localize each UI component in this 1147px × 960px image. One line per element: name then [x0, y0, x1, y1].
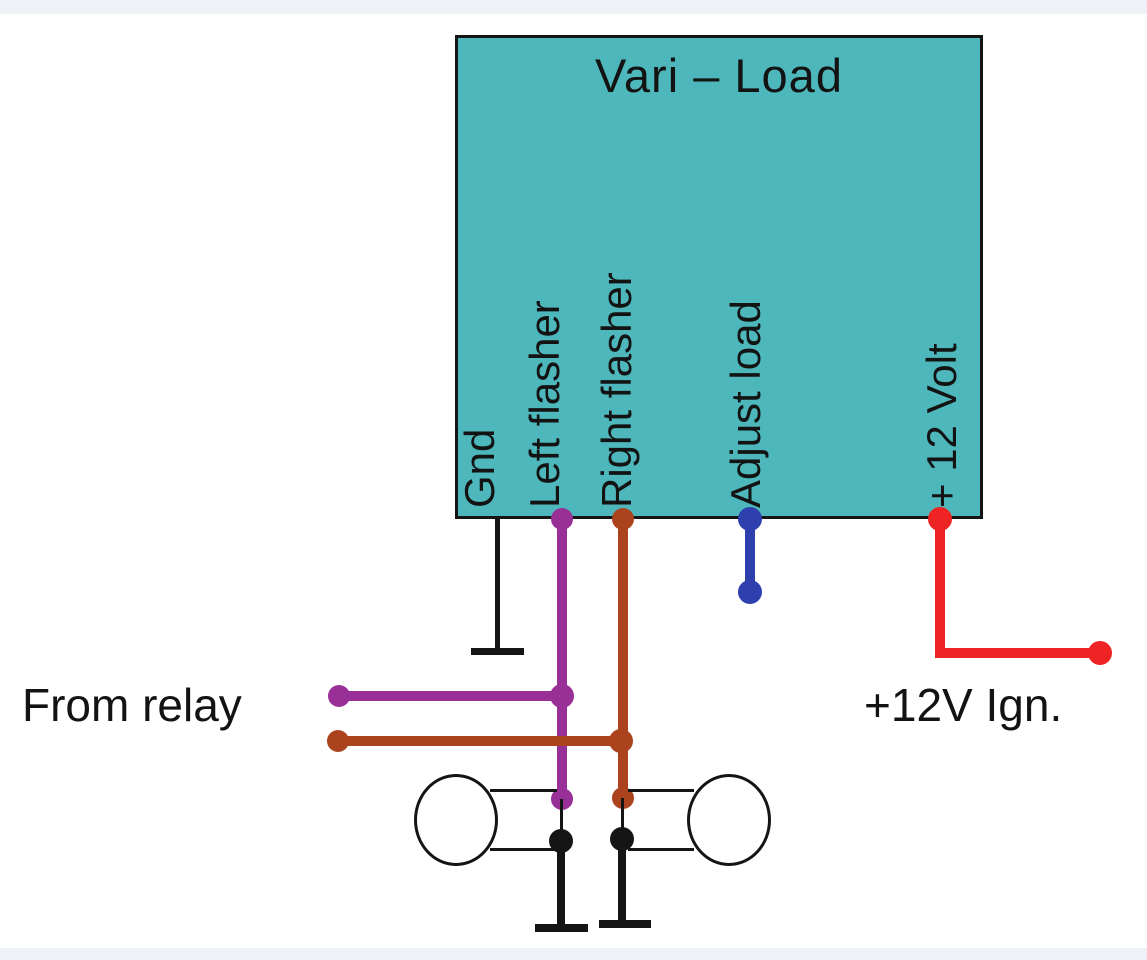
- pin-label-right-flasher: Right flasher: [593, 272, 640, 508]
- pin-label-plus-12-volt: + 12 Volt: [918, 343, 965, 508]
- right-lamp-socket-line-top: [628, 789, 694, 792]
- purple-junction-dot: [550, 684, 574, 708]
- adjust-load-end-dot: [738, 580, 762, 604]
- right-lamp-socket-line-bottom: [628, 848, 694, 851]
- vari-load-module-box: [455, 35, 983, 519]
- plus-12v-wire-horizontal: [935, 648, 1105, 658]
- ignition-label: +12V Ign.: [864, 679, 1063, 731]
- left-lamp-ground-bar-icon: [535, 924, 588, 932]
- pin-label-adjust-load: Adjust load: [722, 300, 769, 508]
- plus-12v-end-dot: [1088, 641, 1112, 665]
- right-lamp-connector: [621, 798, 624, 839]
- from-relay-label: From relay: [22, 679, 242, 731]
- right-flasher-pin-dot: [612, 508, 634, 530]
- pin-label-gnd: Gnd: [456, 428, 503, 508]
- bottom-frame-band: [0, 948, 1147, 960]
- left-lamp-socket-line-top: [490, 789, 557, 792]
- left-lamp-connector: [560, 799, 563, 841]
- right-flasher-wire-vertical: [618, 518, 628, 746]
- adjust-load-pin-dot: [738, 507, 762, 531]
- right-lamp-ground-wire: [618, 839, 626, 924]
- pin-label-left-flasher: Left flasher: [521, 300, 568, 508]
- left-lamp-ground-wire: [557, 841, 565, 928]
- top-frame-band: [0, 0, 1147, 14]
- right-lamp-ground-bar-icon: [599, 920, 651, 928]
- gnd-ground-bar-icon: [471, 648, 524, 655]
- left-flasher-wire-vertical: [557, 518, 567, 804]
- left-indicator-lamp-icon: [414, 774, 498, 866]
- brown-junction-dot: [609, 729, 633, 753]
- right-indicator-lamp-icon: [687, 774, 771, 866]
- plus-12v-pin-dot: [928, 507, 952, 531]
- relay-wire-dot-purple: [328, 685, 350, 707]
- left-lamp-socket-line-bottom: [490, 848, 557, 851]
- plus-12v-wire-vertical: [935, 518, 945, 658]
- adjust-load-wire: [745, 518, 755, 592]
- right-flasher-wire-to-lamp: [618, 741, 628, 803]
- left-flasher-pin-dot: [551, 508, 573, 530]
- module-title: Vari – Load: [595, 49, 843, 102]
- right-flasher-wire-from-relay: [338, 736, 623, 746]
- relay-wire-dot-brown: [327, 730, 349, 752]
- gnd-wire: [495, 519, 500, 651]
- left-flasher-wire-from-relay: [339, 691, 562, 701]
